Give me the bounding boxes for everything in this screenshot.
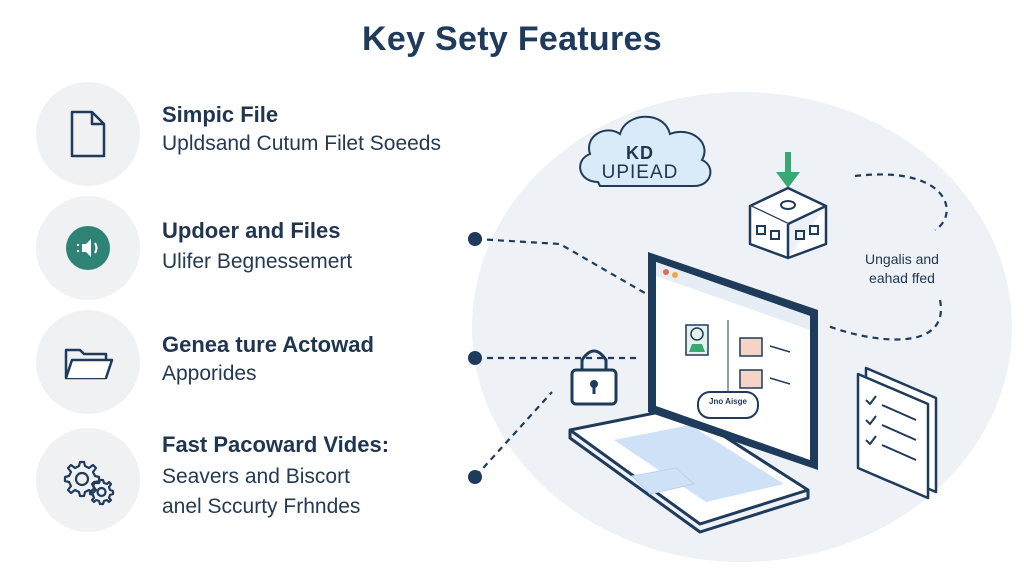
- feature-description: Upldsand Cutum Filet Soeeds: [162, 132, 441, 155]
- side-note-line: Ungalis and: [865, 251, 939, 267]
- feature-item-security: Fast Pacoward Vides: Seavers and Biscort…: [36, 428, 476, 532]
- connector-dot: [468, 232, 482, 246]
- feature-description: Seavers and Biscort: [162, 465, 350, 488]
- laptop-base: [568, 406, 810, 534]
- connector-lines: [475, 173, 948, 477]
- download-box-icon: [748, 152, 828, 260]
- feature-item-upload: Updoer and Files Ulifer Begnessemert: [36, 196, 476, 300]
- feature-description: anel Sccurty Frhndes: [162, 495, 361, 518]
- feature-title: Updoer and Files: [162, 218, 341, 243]
- feature-description: Ulifer Begnessemert: [162, 250, 353, 273]
- side-note: Ungalis and eahad ffed: [846, 250, 958, 288]
- gears-icon: [63, 460, 115, 506]
- connector-dot: [468, 470, 482, 484]
- cloud-icon: [579, 115, 712, 187]
- feature-title: Simpic File: [162, 102, 279, 127]
- feature-item-archive: Genea ture Actowad Apporides: [36, 310, 476, 414]
- page-title: Key Sety Features: [362, 20, 662, 58]
- cloud-label: UPIEAD: [601, 162, 679, 183]
- padlock-icon: [570, 349, 618, 406]
- laptop-screen: [648, 252, 818, 470]
- folder-icon: [64, 348, 114, 380]
- screen-button-label: Jno Aisge: [709, 397, 747, 406]
- cloud-label: KD: [626, 143, 654, 163]
- feature-item-file: Simpic File Upldsand Cutum Filet Soeeds: [36, 82, 476, 186]
- document-icon: [70, 110, 106, 158]
- connector-dot: [468, 351, 482, 365]
- checklist-icon: [856, 366, 938, 500]
- feature-title: Genea ture Actowad: [162, 332, 374, 357]
- feature-icon-circle: [36, 82, 140, 186]
- feature-title: Fast Pacoward Vides:: [162, 432, 390, 457]
- feature-description: Apporides: [162, 362, 257, 385]
- side-note-line: eahad ffed: [869, 270, 935, 286]
- speaker-icon: [66, 226, 110, 270]
